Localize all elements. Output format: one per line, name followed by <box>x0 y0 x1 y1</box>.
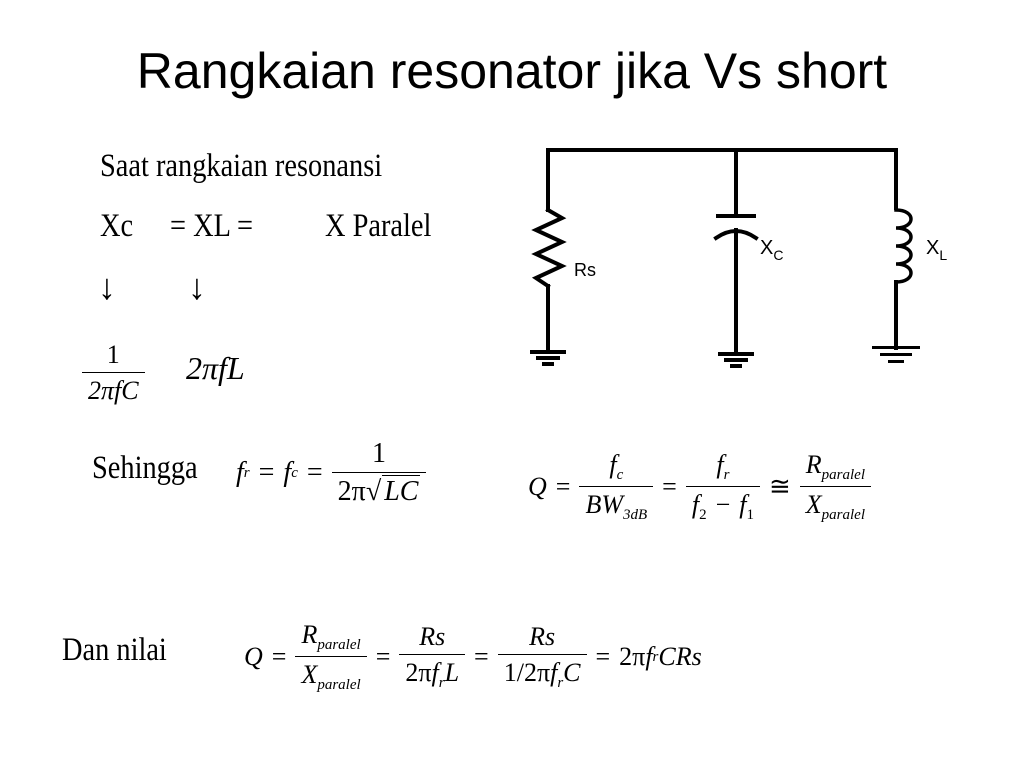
subscript-r: r <box>652 648 659 665</box>
subscript-paralel: paralel <box>821 507 866 523</box>
denominator-2pifc: 2πfC <box>82 372 145 406</box>
numerator-rs: Rs <box>529 622 556 651</box>
equals-sign: = <box>258 457 275 488</box>
minus-sign: − <box>715 490 731 519</box>
ground-icon <box>872 346 920 363</box>
symbol-f: f <box>431 658 439 687</box>
equals-sign: = <box>555 472 571 501</box>
formula-quality-factor: Q = fc BW3dB = fr f2−f1 ≅ Rparalel Xpara… <box>528 450 872 524</box>
ground-icon <box>530 350 566 366</box>
text-2pifl: 2πfL <box>186 350 245 386</box>
symbol-f: f <box>716 450 724 479</box>
approx-sign: ≅ <box>768 472 791 501</box>
sqrt-lc: LC <box>382 475 421 507</box>
equals-sign: = <box>306 457 323 488</box>
symbol-r: R <box>805 450 822 479</box>
subscript-paralel: paralel <box>317 677 361 693</box>
subscript-paralel: paralel <box>821 467 866 483</box>
label-xl: XL <box>926 237 947 263</box>
equals-sign: = <box>595 642 611 671</box>
symbol-f: f <box>550 658 558 687</box>
symbol-f: f <box>645 642 653 671</box>
subscript-r: r <box>557 675 564 691</box>
symbol-f: f <box>236 457 244 488</box>
equals-sign: = <box>662 472 677 501</box>
subscript-2: 2 <box>699 507 707 523</box>
two-pi: 2π <box>619 642 646 671</box>
text-x-paralel: X Paralel <box>325 208 432 244</box>
resistor-icon <box>531 207 567 289</box>
subscript-r: r <box>243 464 250 481</box>
symbol-crs: CRs <box>658 642 702 671</box>
two-pi: 2π <box>337 476 366 507</box>
subscript-3db: 3dB <box>623 507 648 523</box>
text-xc: Xc <box>100 208 134 244</box>
symbol-x: X <box>301 660 318 689</box>
text-saat-rangkaian: Saat rangkaian resonansi <box>100 148 383 184</box>
subscript-c: c <box>291 464 298 481</box>
equals-sign: = <box>474 642 489 671</box>
label-rs: Rs <box>574 260 596 280</box>
subscript-c: c <box>616 467 624 483</box>
text-sehingga: Sehingga <box>92 450 198 486</box>
numerator-one: 1 <box>372 438 387 469</box>
symbol-r: R <box>301 620 318 649</box>
symbol-bw: BW <box>585 490 623 519</box>
equals-sign: = <box>271 642 287 671</box>
symbol-f: f <box>739 490 747 519</box>
subscript-r: r <box>438 675 445 691</box>
symbol-x: X <box>805 490 822 519</box>
two-pi: 2π <box>405 658 432 687</box>
subscript-r: r <box>723 467 730 483</box>
text-eq-xl: = XL = <box>170 208 253 244</box>
numerator-one: 1 <box>106 340 120 369</box>
circuit-diagram: Rs XC XL <box>530 148 947 368</box>
label-xc: XC <box>760 237 783 263</box>
subscript-1: 1 <box>746 507 754 523</box>
slide-title: Rangkaian resonator jika Vs short <box>136 43 888 99</box>
symbol-c: C <box>563 658 581 687</box>
fraction-one-over-2pifc: 1 2πfC <box>82 340 145 406</box>
ground-icon <box>718 352 754 368</box>
arrow-down-icon: ↓ <box>188 267 206 307</box>
symbol-q: Q <box>244 642 263 671</box>
symbol-l: L <box>444 658 460 687</box>
symbol-f: f <box>609 450 617 479</box>
inductor-icon <box>894 208 913 284</box>
arrow-down-icon: ↓ <box>98 267 116 307</box>
symbol-f: f <box>691 490 700 519</box>
text-dan-nilai: Dan nilai <box>62 632 167 668</box>
subscript-paralel: paralel <box>317 637 361 653</box>
formula-q-value: Q = Rparalel Xparalel = Rs 2πfrL = Rs 1/… <box>244 620 702 694</box>
symbol-q: Q <box>528 472 547 501</box>
equals-sign: = <box>375 642 391 671</box>
one-over-two-pi: 1/2π <box>503 658 551 687</box>
numerator-rs: Rs <box>419 622 446 651</box>
symbol-f: f <box>283 457 292 488</box>
